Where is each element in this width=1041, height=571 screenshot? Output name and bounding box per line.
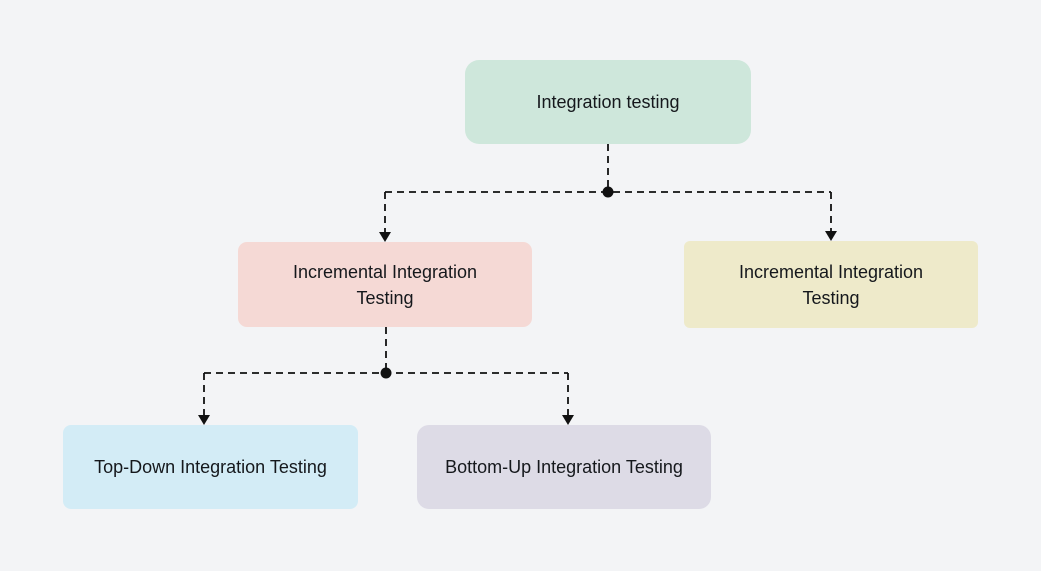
arrowhead-icon (825, 231, 837, 241)
node-bottom-up-integration-testing: Bottom-Up Integration Testing (417, 425, 711, 509)
junction-dot-icon (602, 186, 614, 198)
arrowhead-icon (198, 415, 210, 425)
arrowhead-icon (379, 232, 391, 242)
node-top-down-integration-testing: Top-Down Integration Testing (63, 425, 358, 509)
node-integration-testing: Integration testing (465, 60, 751, 144)
junction-dot-icon (380, 367, 392, 379)
node-incremental-integration-testing-left: Incremental Integration Testing (238, 242, 532, 327)
arrowhead-icon (562, 415, 574, 425)
node-incremental-integration-testing-right: Incremental Integration Testing (684, 241, 978, 328)
